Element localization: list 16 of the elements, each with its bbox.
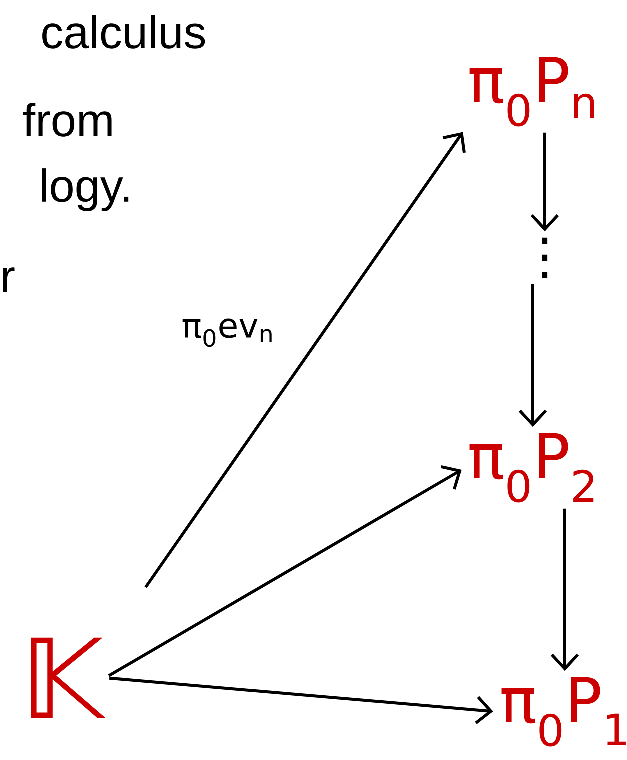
arrow xyxy=(144,132,466,588)
vertical-dots: ⋮ xyxy=(542,238,548,278)
math-label: π$_{0}$P$_{1}$ xyxy=(502,677,626,747)
edge-label: π$_{0}$ev$_{n}$ xyxy=(180,318,276,348)
text-fragment: logy. xyxy=(42,168,129,212)
arrow xyxy=(518,284,548,428)
text-fragment: calculus xyxy=(42,15,206,49)
arrow xyxy=(550,508,580,672)
text-fragment: from xyxy=(23,103,112,137)
blackboard-letter: 𝕂 xyxy=(31,638,106,718)
math-label: π$_{0}$P$_{2}$ xyxy=(470,433,594,503)
arrow xyxy=(530,132,560,232)
text-fragment: r xyxy=(3,268,15,292)
arrow xyxy=(109,676,494,724)
arrow xyxy=(108,466,462,678)
math-label: π$_{0}$P$_{n}$ xyxy=(470,57,594,127)
